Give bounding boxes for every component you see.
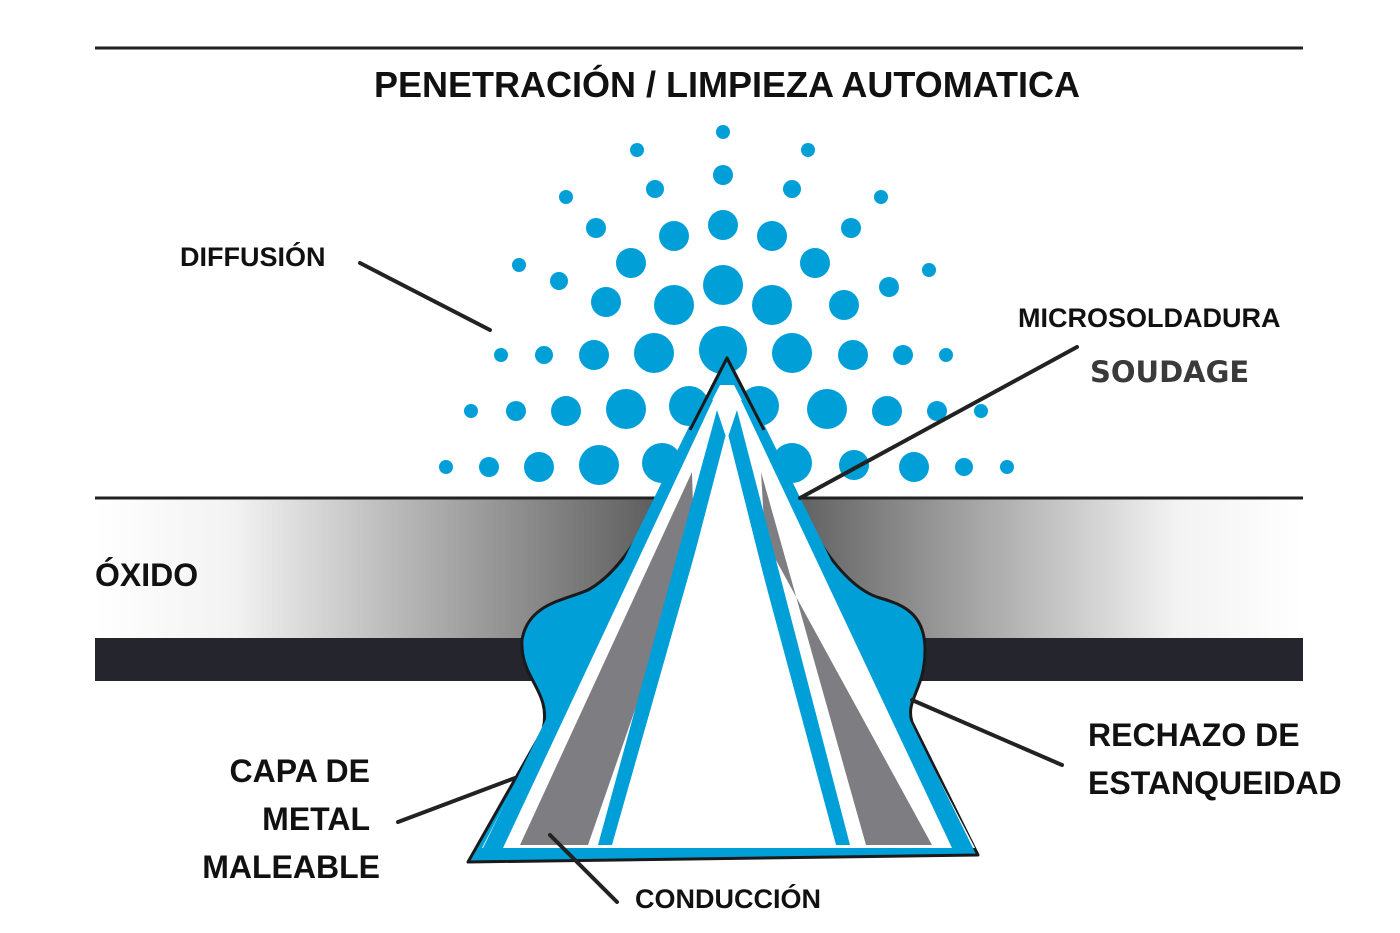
- droplet: [955, 458, 973, 476]
- droplet: [559, 190, 573, 204]
- metal-base-right: [915, 638, 1303, 681]
- droplet: [439, 460, 453, 474]
- cone-center-stripe-left: [598, 410, 727, 845]
- droplet: [634, 333, 674, 373]
- droplet: [922, 263, 936, 277]
- droplet: [586, 218, 606, 238]
- cone-tip-outline: [688, 356, 766, 431]
- droplet: [524, 452, 554, 482]
- label-capa-line2: METAL: [262, 801, 370, 837]
- droplet: [939, 348, 953, 362]
- droplet: [630, 143, 644, 157]
- droplet: [974, 404, 988, 418]
- cone-blue-stripe-right-outer: [741, 400, 973, 848]
- droplet: [1000, 460, 1014, 474]
- label-capa-line3: MALEABLE: [202, 849, 380, 885]
- label-rechazo-line1: RECHAZO DE: [1088, 717, 1300, 753]
- droplet: [841, 218, 861, 238]
- droplet: [699, 326, 747, 374]
- cone-core: [618, 430, 832, 848]
- droplet: [713, 165, 733, 185]
- droplet: [893, 345, 913, 365]
- droplet: [646, 180, 664, 198]
- droplet: [494, 348, 508, 362]
- droplet: [829, 290, 859, 320]
- label-diffusion: DIFFUSIÓN: [180, 241, 326, 272]
- leader-capa: [396, 776, 517, 824]
- leader-rechazo: [910, 698, 1064, 767]
- leader-conduccion: [548, 833, 619, 904]
- droplet: [591, 287, 621, 317]
- droplet: [551, 396, 581, 426]
- conduction-stripe-left: [520, 472, 694, 845]
- droplet: [708, 210, 738, 240]
- leader-microsoldadura: [798, 345, 1079, 500]
- droplet: [716, 125, 730, 139]
- droplet: [752, 285, 792, 325]
- label-rechazo-line2: ESTANQUEIDAD: [1088, 765, 1342, 801]
- droplet: [606, 389, 646, 429]
- metal-base-left: [95, 638, 535, 681]
- droplet: [703, 265, 743, 305]
- droplet: [800, 248, 830, 278]
- label-soudage: SOUDAGE: [1090, 355, 1249, 389]
- droplet: [757, 221, 787, 251]
- cone-center-stripe-right: [727, 410, 850, 845]
- droplet: [772, 333, 812, 373]
- droplet: [616, 248, 646, 278]
- label-microsoldadura: MICROSOLDADURA: [1018, 303, 1281, 333]
- droplet: [659, 221, 689, 251]
- droplet: [838, 340, 868, 370]
- droplet: [874, 190, 888, 204]
- droplet: [807, 389, 847, 429]
- diagram-title: PENETRACIÓN / LIMPIEZA AUTOMATICA: [374, 63, 1080, 105]
- droplet: [872, 396, 902, 426]
- droplet: [479, 457, 499, 477]
- droplet: [879, 277, 899, 297]
- droplet: [579, 340, 609, 370]
- droplet: [801, 143, 815, 157]
- droplet: [550, 272, 568, 290]
- droplet: [512, 258, 526, 272]
- label-conduccion: CONDUCCIÓN: [635, 883, 821, 914]
- droplet: [579, 445, 619, 485]
- droplet: [783, 180, 801, 198]
- diffusion-droplets: [439, 125, 1014, 485]
- cone-blue-stripe-left-outer: [483, 400, 713, 848]
- leader-diffusion: [358, 261, 492, 332]
- droplet: [654, 285, 694, 325]
- droplet: [506, 401, 526, 421]
- label-capa-line1: CAPA DE: [230, 753, 370, 789]
- droplet: [535, 346, 553, 364]
- droplet: [899, 452, 929, 482]
- droplet: [464, 404, 478, 418]
- conduction-stripe-right: [761, 472, 932, 845]
- label-oxido: ÓXIDO: [95, 557, 198, 593]
- droplet: [927, 401, 947, 421]
